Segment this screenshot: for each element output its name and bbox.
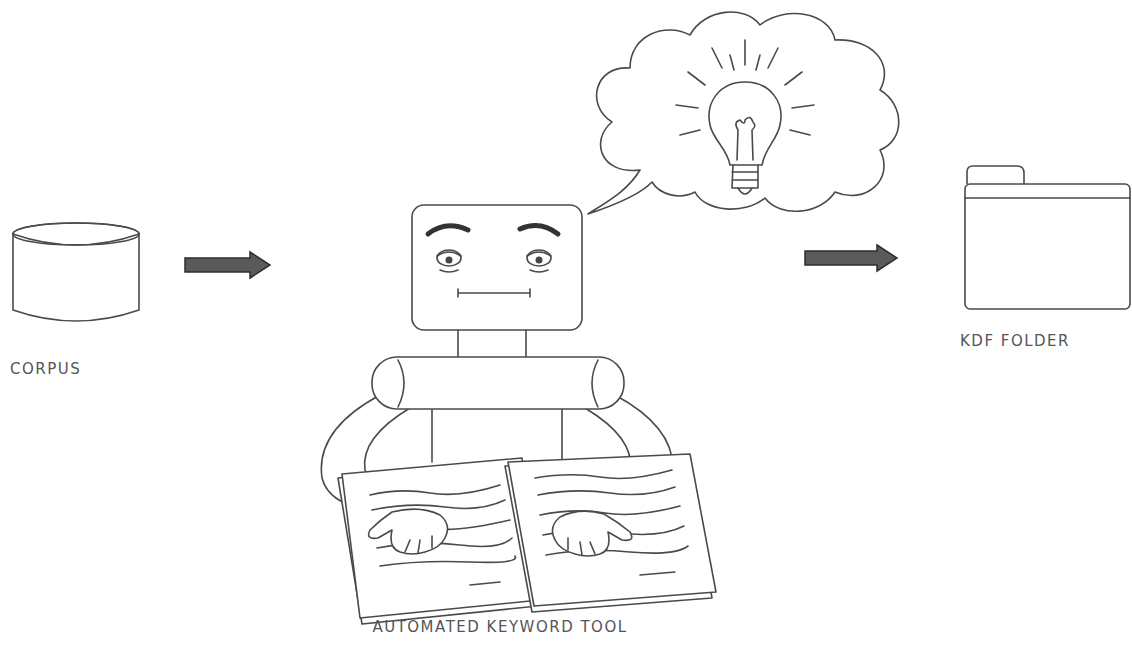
corpus-cylinder: CORPUS — [10, 220, 185, 390]
keyword-tool-robot: AUTOMATED KEYWORD TOOL — [270, 190, 805, 645]
robot-hands — [369, 509, 632, 556]
kdf-folder-outline — [965, 184, 1130, 309]
light-bulb — [738, 188, 752, 194]
robot-hands — [552, 511, 631, 556]
robot-head — [446, 257, 453, 264]
robot-head — [428, 226, 468, 234]
node-label: AUTOMATED KEYWORD TOOL — [350, 618, 650, 636]
robot-head — [536, 257, 543, 264]
paper-stack — [535, 470, 688, 575]
robot-head — [437, 252, 551, 256]
paper-stack — [508, 454, 716, 606]
light-bulb — [736, 117, 755, 160]
robot-body — [372, 357, 624, 409]
corpus-cylinder-outline — [13, 223, 139, 245]
robot-hands — [405, 536, 432, 553]
robot-body — [458, 328, 526, 360]
thought-bubble — [588, 12, 899, 214]
kdf-folder-outline — [967, 166, 1024, 184]
node-label: CORPUS — [10, 360, 81, 378]
robot-head — [440, 270, 548, 272]
corpus-cylinder-outline — [13, 234, 139, 321]
kdf-folder-outline — [965, 197, 1130, 199]
robot-head — [412, 205, 582, 330]
light-bulb — [676, 40, 814, 135]
corpus-cylinder-outline — [13, 223, 139, 245]
robot-hands — [568, 538, 595, 555]
robot-body — [372, 328, 624, 409]
light-bulb — [709, 82, 781, 165]
robot-hands — [369, 509, 448, 554]
light-bulb — [676, 40, 814, 194]
node-label: KDF FOLDER — [960, 332, 1070, 350]
robot-arms — [432, 409, 562, 462]
robot-head — [520, 225, 558, 234]
thought-bubble — [588, 12, 899, 214]
robot-body — [398, 360, 598, 407]
kdf-folder-outline — [897, 160, 1132, 355]
kdf-folder: KDF FOLDER — [897, 160, 1132, 355]
robot-head — [412, 205, 582, 330]
paper-stack — [338, 454, 716, 624]
flow-arrow — [805, 245, 897, 271]
flow-arrow — [185, 252, 270, 278]
robot-head — [458, 289, 530, 297]
light-bulb — [732, 165, 758, 188]
